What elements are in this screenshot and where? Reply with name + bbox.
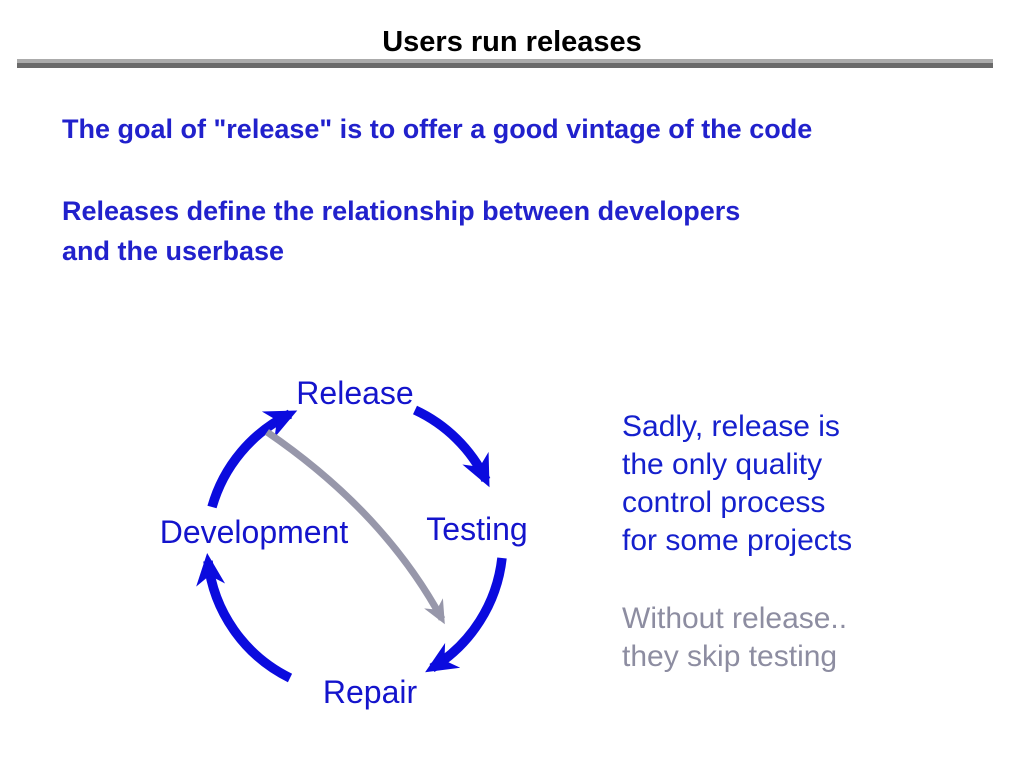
note-quality-line-3: control process bbox=[622, 486, 826, 519]
note-quality-control: Sadly, release is the only quality contr… bbox=[622, 408, 852, 560]
note-skip-line-2: they skip testing bbox=[622, 640, 838, 673]
intro-relationship-line-2: and the userbase bbox=[62, 236, 285, 266]
arrow-skip-testing bbox=[265, 429, 446, 625]
arc-development-to-release bbox=[207, 409, 298, 509]
cycle-node-testing: Testing bbox=[426, 511, 527, 547]
intro-goal-line: The goal of "release" is to offer a good… bbox=[62, 114, 813, 144]
note-skip-testing: Without release.. they skip testing bbox=[622, 600, 847, 676]
cycle-node-release: Release bbox=[296, 375, 413, 411]
note-quality-line-1: Sadly, release is bbox=[622, 410, 840, 443]
slide-title: Users run releases bbox=[382, 26, 642, 58]
arc-release-to-testing bbox=[412, 405, 491, 488]
cycle-node-repair: Repair bbox=[323, 674, 418, 710]
title-rule-dark bbox=[17, 63, 993, 68]
cycle-node-development: Development bbox=[160, 514, 349, 550]
note-quality-line-4: for some projects bbox=[622, 524, 853, 557]
note-quality-line-2: the only quality bbox=[622, 448, 823, 481]
release-cycle-diagram: Release Testing Development Repair bbox=[160, 375, 528, 710]
arc-repair-to-development bbox=[196, 552, 293, 683]
note-skip-line-1: Without release.. bbox=[622, 602, 848, 635]
intro-relationship-line-1: Releases define the relationship between… bbox=[62, 196, 741, 226]
title-rule-light bbox=[17, 59, 993, 63]
arc-testing-to-repair bbox=[425, 557, 507, 673]
